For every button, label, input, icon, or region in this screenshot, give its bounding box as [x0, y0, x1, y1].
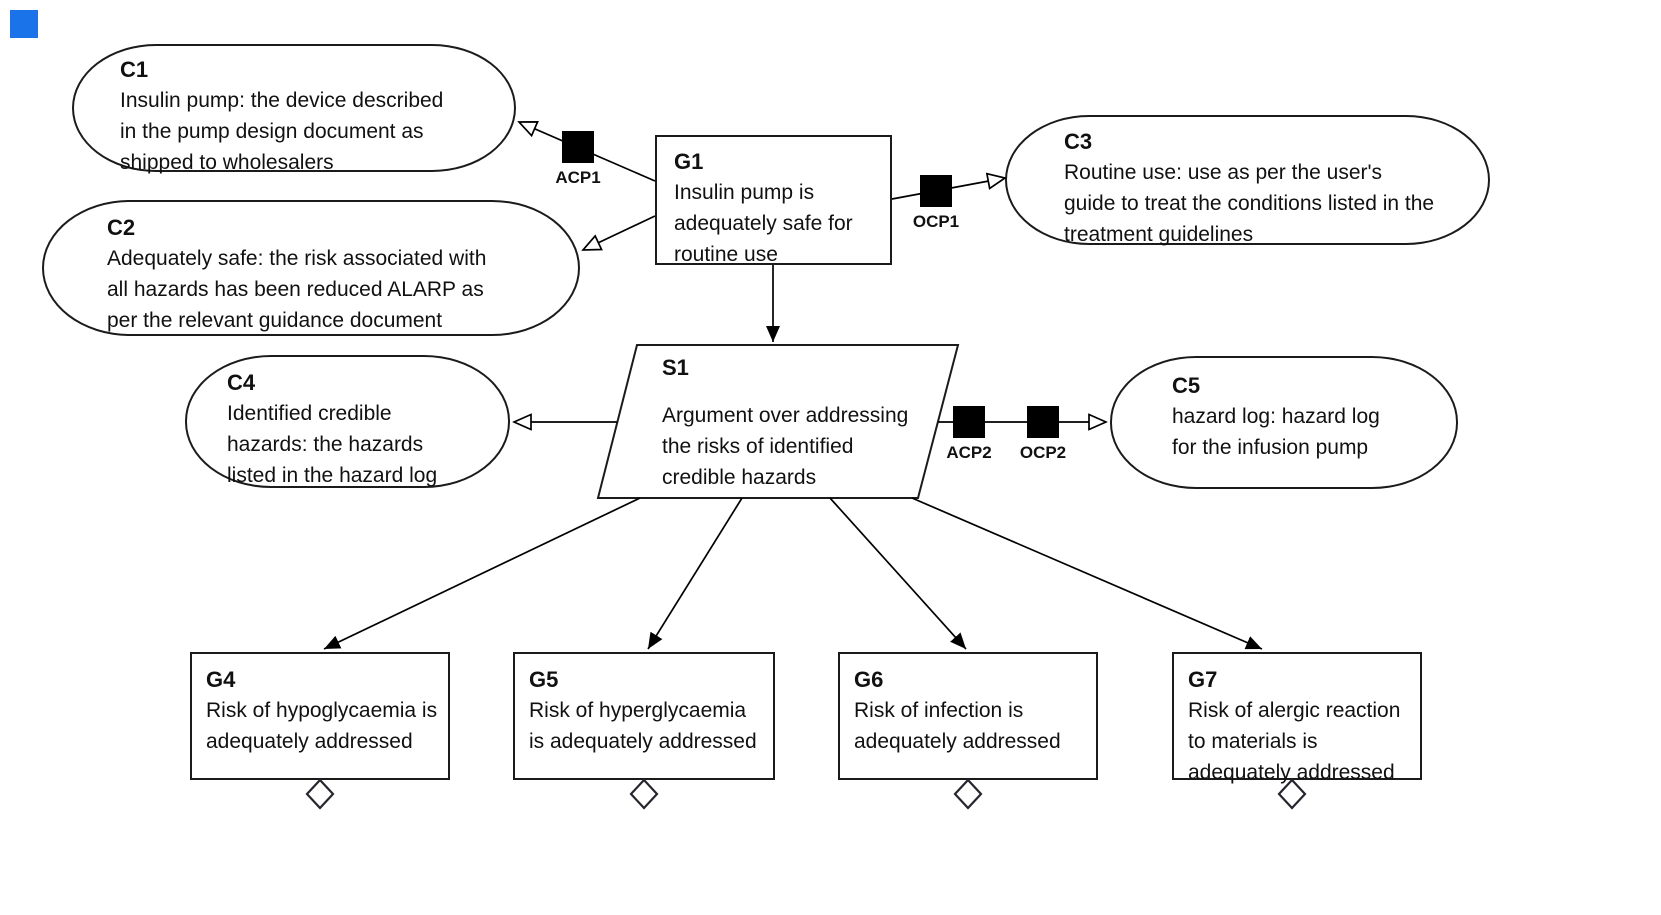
node-text-line: treatment guidelines: [1064, 223, 1254, 246]
node-text-line: Risk of infection is: [854, 699, 1024, 722]
acp2-label: ACP2: [946, 443, 992, 462]
node-id-label: G6: [854, 667, 884, 692]
node-text-line: credible hazards: [662, 466, 817, 489]
connector-s1-g4[interactable]: [323, 497, 641, 650]
node-id-label: C2: [107, 215, 136, 240]
node-text-line: Risk of hyperglycaemia: [529, 699, 747, 722]
node-text-line: Insulin pump: the device described: [120, 89, 444, 112]
goal-node-g6[interactable]: G6 Risk of infection is adequately addre…: [838, 652, 1098, 780]
connector-g1-c3[interactable]: [891, 178, 1005, 200]
context-node-c1[interactable]: C1 Insulin pump: the device described in…: [72, 44, 516, 174]
node-id-label: C4: [227, 370, 256, 395]
context-node-c2[interactable]: C2 Adequately safe: the risk associated …: [42, 200, 580, 336]
node-text-line: Argument over addressing: [662, 404, 909, 427]
blue-corner-marker: [10, 10, 38, 38]
goal-node-g7[interactable]: G7 Risk of alergic reaction to materials…: [1172, 652, 1422, 784]
node-id-label: G4: [206, 667, 236, 692]
node-id-label: C1: [120, 57, 149, 82]
ocp2-label: OCP2: [1019, 443, 1067, 462]
connector-s1-g5[interactable]: [647, 497, 743, 650]
node-text-line: all hazards has been reduced ALARP as: [107, 278, 484, 301]
node-text-line: Identified credible: [227, 402, 392, 425]
node-text-line: Risk of hypoglycaemia is: [206, 699, 438, 722]
node-text-line: per the relevant guidance document: [107, 309, 443, 332]
node-text-line: for the infusion pump: [1172, 436, 1369, 459]
ocp2-square-marker[interactable]: [1027, 406, 1059, 438]
node-text-line: Adequately safe: the risk associated wit…: [107, 247, 487, 270]
node-text-line: routine use: [674, 243, 778, 266]
context-node-c4[interactable]: C4 Identified credible hazards: the haza…: [185, 355, 510, 488]
node-text-line: adequately safe for: [674, 212, 853, 235]
node-text-line: Insulin pump is: [674, 181, 815, 204]
node-text-line: Routine use: use as per the user's: [1064, 161, 1383, 184]
ocp1-label: OCP1: [912, 212, 960, 231]
node-id-label: G5: [529, 667, 559, 692]
node-text-line: adequately addressed: [1188, 761, 1395, 784]
node-text-line: listed in the hazard log: [227, 464, 438, 487]
acp1-label: ACP1: [555, 168, 601, 187]
node-id-label: S1: [662, 355, 689, 380]
undeveloped-diamond-g4: [305, 778, 335, 810]
goal-node-g5[interactable]: G5 Risk of hyperglycaemia is adequately …: [513, 652, 775, 780]
ocp1-square-marker[interactable]: [920, 175, 952, 207]
node-id-label: G7: [1188, 667, 1218, 692]
context-node-c3[interactable]: C3 Routine use: use as per the user's gu…: [1005, 115, 1490, 246]
node-text-line: guide to treat the conditions listed in …: [1064, 192, 1435, 215]
goal-node-g4[interactable]: G4 Risk of hypoglycaemia is adequately a…: [190, 652, 450, 780]
node-text-line: shipped to wholesalers: [120, 151, 334, 174]
node-text-line: adequately addressed: [206, 730, 413, 753]
node-text-line: is adequately addressed: [529, 730, 757, 753]
undeveloped-diamond-g5: [629, 778, 659, 810]
node-text-line: to materials is: [1188, 730, 1318, 753]
strategy-node-s1[interactable]: S1 Argument over addressing the risks of…: [640, 352, 962, 493]
node-text-line: the risks of identified: [662, 435, 854, 458]
node-text-line: hazards: the hazards: [227, 433, 424, 456]
node-text-line: Risk of alergic reaction: [1188, 699, 1401, 722]
connector-s1-g7[interactable]: [911, 497, 1263, 650]
connector-s1-g6[interactable]: [829, 497, 967, 650]
node-id-label: C5: [1172, 373, 1201, 398]
connector-g1-c2[interactable]: [583, 215, 656, 250]
undeveloped-diamond-g6: [953, 778, 983, 810]
context-node-c5[interactable]: C5 hazard log: hazard log for the infusi…: [1110, 356, 1458, 489]
goal-node-g1[interactable]: G1 Insulin pump is adequately safe for r…: [655, 135, 892, 266]
node-text-line: in the pump design document as: [120, 120, 424, 143]
node-id-label: G1: [674, 149, 704, 174]
acp1-square-marker[interactable]: [562, 131, 594, 163]
node-id-label: C3: [1064, 129, 1093, 154]
node-text-line: adequately addressed: [854, 730, 1061, 753]
node-text-line: hazard log: hazard log: [1172, 405, 1380, 428]
